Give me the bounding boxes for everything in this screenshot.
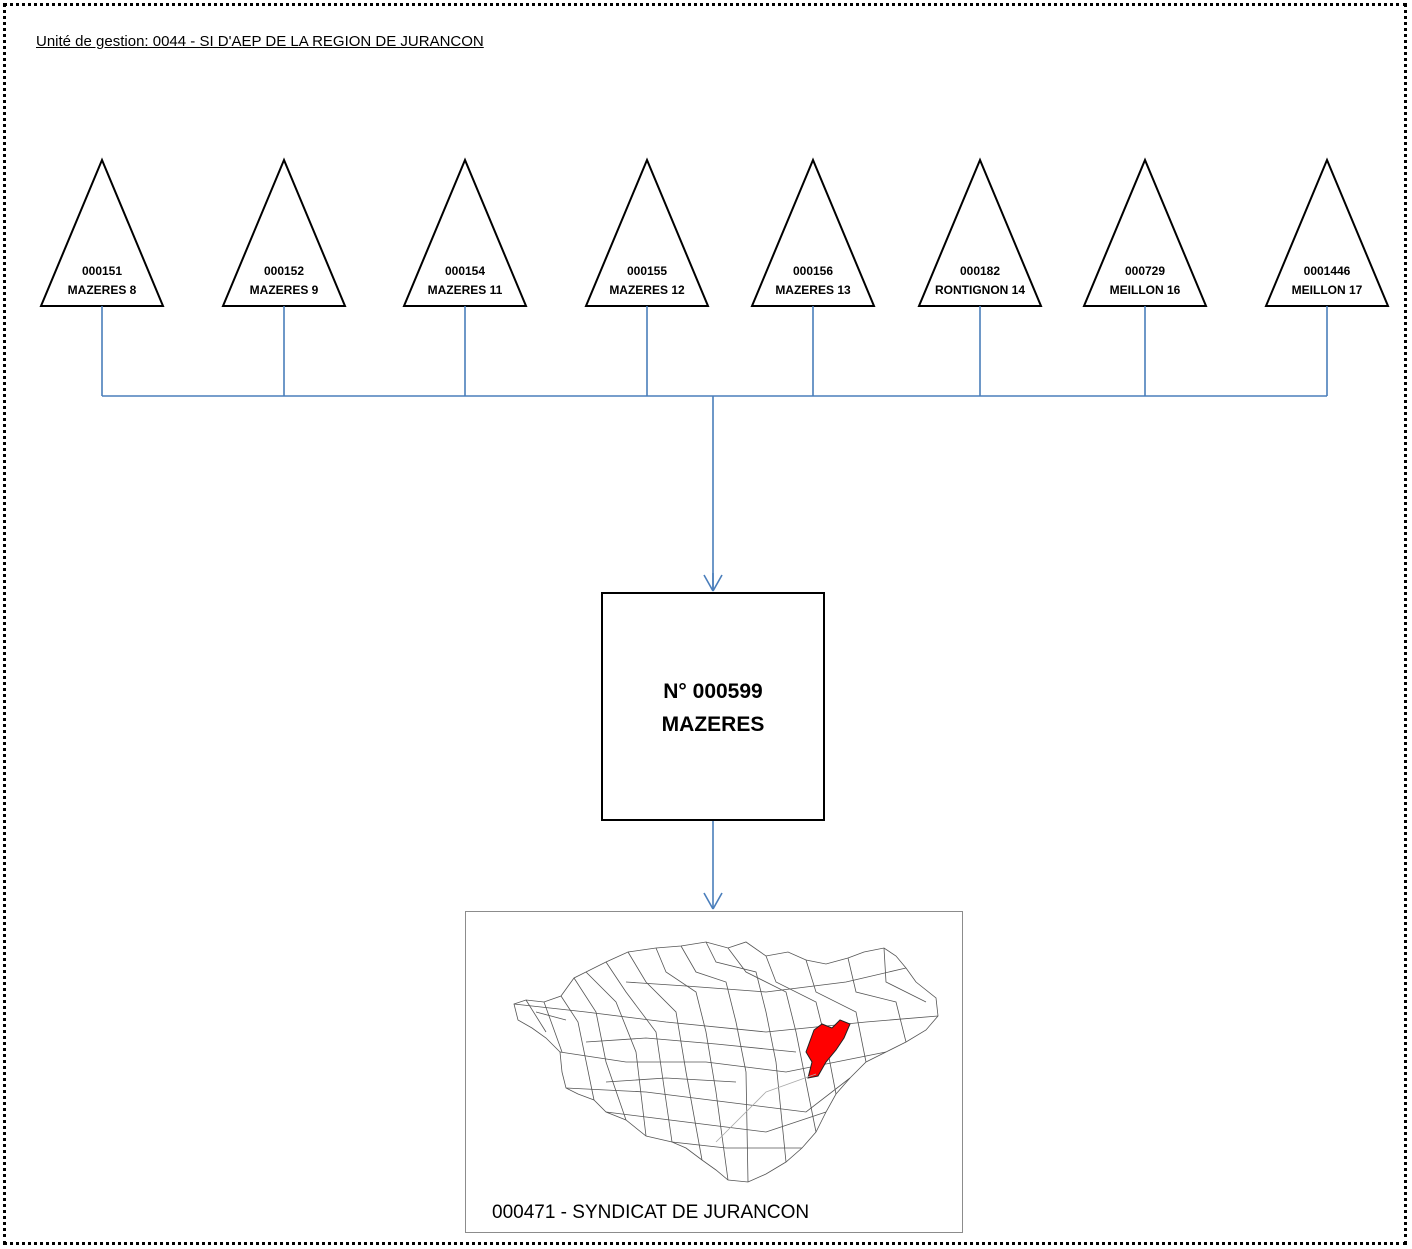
management-unit-title: Unité de gestion: 0044 - SI D'AEP DE LA …: [36, 33, 484, 50]
map-caption: 000471 - SYNDICAT DE JURANCON: [492, 1202, 810, 1223]
page-frame: [3, 3, 1407, 1245]
arrow-head-right: [712, 574, 723, 592]
source-name: MEILLON 16: [1110, 283, 1181, 297]
arrow-head-right: [712, 892, 723, 910]
arrow-head-left: [703, 574, 714, 592]
source-name: MAZERES 11: [428, 283, 503, 297]
treatment-plant: N° 000599 MAZERES: [601, 592, 825, 821]
source-code: 000156: [793, 264, 833, 278]
source-name: MAZERES 8: [68, 283, 137, 297]
plant-name: MAZERES: [662, 713, 765, 736]
arrow-head-left: [703, 892, 714, 910]
source-name: RONTIGNON 14: [935, 283, 1025, 297]
commune-map: [513, 941, 939, 1183]
source-name: MAZERES 12: [609, 283, 685, 297]
source-name: MEILLON 17: [1292, 283, 1363, 297]
source-code: 0001446: [1304, 264, 1351, 278]
connectors: [101, 306, 1328, 910]
source-code: 000729: [1125, 264, 1165, 278]
source-code: 000182: [960, 264, 1000, 278]
source-code: 000154: [445, 264, 485, 278]
source-name: MAZERES 9: [250, 283, 319, 297]
distribution-map-panel: 000471 - SYNDICAT DE JURANCON: [465, 911, 963, 1233]
plant-box: [601, 592, 825, 821]
plant-number: N° 000599: [663, 680, 762, 703]
source-code: 000155: [627, 264, 667, 278]
source-name: MAZERES 13: [775, 283, 851, 297]
source-code: 000152: [264, 264, 304, 278]
highlighted-commune: [805, 1019, 851, 1079]
commune-boundaries: [513, 941, 939, 1183]
source-code: 000151: [82, 264, 122, 278]
leader-line: [715, 1073, 817, 1143]
